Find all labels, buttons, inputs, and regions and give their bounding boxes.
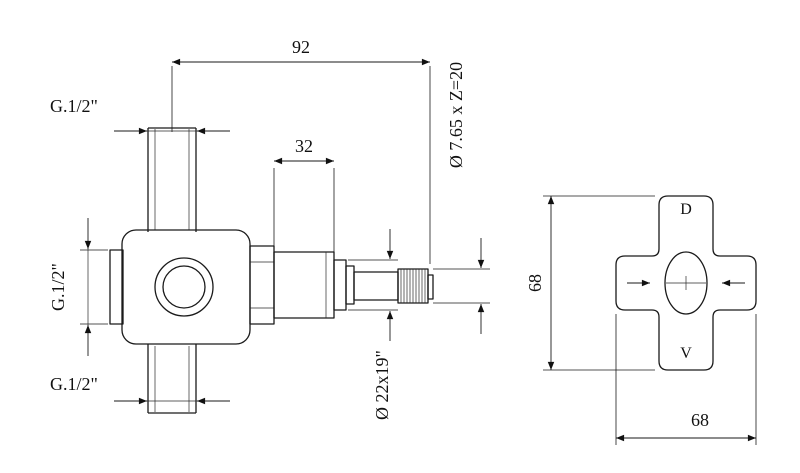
stem-shaft <box>333 259 399 311</box>
dim-cartridge-label: 32 <box>295 136 313 156</box>
spline-tip <box>397 268 434 304</box>
hex-nut <box>249 245 275 325</box>
label-bath-v: V <box>680 345 692 362</box>
dim-stem-spec: Ø 22x19" <box>348 229 398 420</box>
dim-overall-label: 92 <box>292 37 310 57</box>
port-bore-circle <box>162 265 206 309</box>
dim-plate-width-68: 68 <box>615 314 757 445</box>
left-port-tab <box>109 249 124 325</box>
side-view: 92 32 G.1/2" G.1/2" <box>48 37 490 420</box>
port-boss-circle <box>154 257 214 317</box>
dim-thread-bottom: G.1/2" <box>50 374 230 405</box>
plate-width-label: 68 <box>691 410 709 430</box>
label-shower-d: D <box>680 201 692 218</box>
valve-body <box>109 229 251 345</box>
dim-spline-spec: Ø 7.65 x Z=20 <box>433 62 490 334</box>
dim-thread-left: G.1/2" <box>48 218 108 356</box>
front-view: D V 68 68 <box>525 195 757 445</box>
spline-spec-label: Ø 7.65 x Z=20 <box>446 62 466 168</box>
dim-plate-height-68: 68 <box>525 195 655 371</box>
faceplate-outline <box>615 195 757 371</box>
cartridge <box>273 251 335 319</box>
dim-overall-92: 92 <box>171 37 431 264</box>
bottom-port <box>147 344 197 414</box>
top-port <box>147 127 197 232</box>
thread-left-label: G.1/2" <box>48 263 68 311</box>
stem-spec-label: Ø 22x19" <box>372 350 392 420</box>
thread-top-label: G.1/2" <box>50 96 98 116</box>
handle-oval <box>664 251 708 315</box>
dim-cartridge-32: 32 <box>273 136 335 256</box>
thread-bottom-label: G.1/2" <box>50 374 98 394</box>
dim-thread-top: G.1/2" <box>50 96 230 135</box>
stem-end-cap <box>427 274 434 300</box>
plate-height-label: 68 <box>525 274 545 292</box>
